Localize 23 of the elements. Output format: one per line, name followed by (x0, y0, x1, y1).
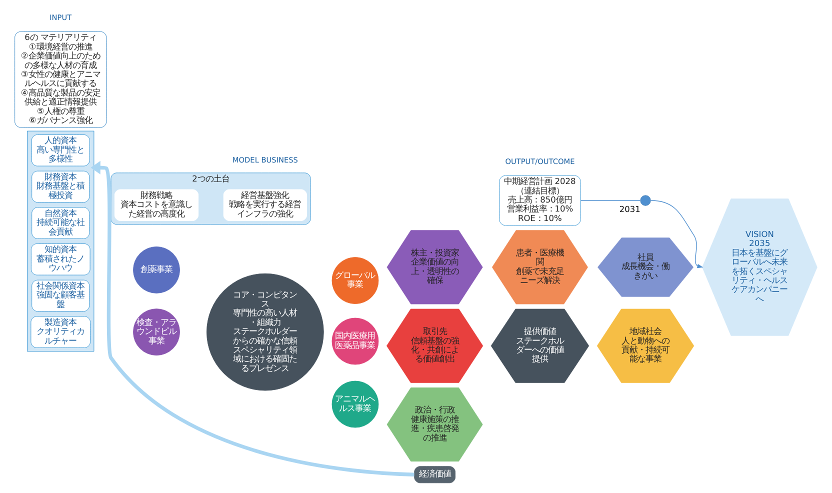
node-circle: 国内医療用医薬品事業 (332, 318, 379, 365)
node-circle (640, 195, 651, 206)
node-circle: 検査・アラウンドピル事業 (133, 308, 180, 356)
node-box: 人的資本 高い専門性と多様性 (31, 134, 90, 166)
node-box: 製造資本 クオリティカルチャー (30, 316, 90, 348)
arrow (90, 160, 414, 476)
arrow (650, 200, 704, 268)
connector (580, 200, 640, 201)
cluster (27, 130, 94, 352)
node-label: 2031 (619, 204, 640, 214)
node-box: 自然資本 持続可能な社会貢献 (32, 207, 90, 239)
node-circle: コア・コンピタンス 専門性の高い人材・組織力 ステークホルダーからの確かな信頼 スペシャリティ領域における確固たるプレゼンス (206, 273, 324, 391)
node-box: 6の マテリアリティ ①環境経営の推進 ②企業価値向上のための多様な人材の育成 ③女性の健康とアニマルヘルスに貢献する ④高品質な製品の安定供給と適正情報提供 ⑤人権の尊重 ⑥ガバナンス強化 (14, 31, 107, 128)
node-box: 中期経営計画 2028 （連結目標） 売上高：850億円 営業利益率：10% ROE：10% (499, 175, 581, 226)
node-box: 社会関係資本 強固な顧客基盤 (32, 280, 90, 312)
node-circle: アニマルヘルス事業 (332, 380, 379, 428)
node-box: 財務資本 財務基盤と積極投資 (32, 170, 90, 203)
node-box: 経済価値 (414, 466, 456, 484)
node-circle: グローバル事業 (332, 257, 379, 304)
node-box: 知的資本 蓄積されたノウハウ (30, 244, 90, 276)
node-circle: 創薬事業 (133, 246, 180, 294)
node-box: 財務戦略 資本コストを意識した経営の高度化 (114, 189, 199, 221)
node-box: 経営基盤強化 戦略を実行する経営インフラの強化 (223, 189, 308, 221)
